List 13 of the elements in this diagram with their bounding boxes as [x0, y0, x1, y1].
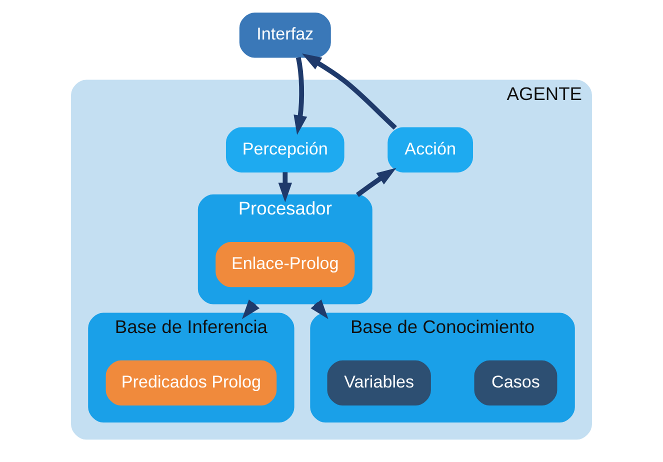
arrow: [356, 168, 396, 197]
arrow: [310, 300, 328, 320]
node-box: Casos: [474, 360, 558, 406]
node-box: Acción: [388, 127, 474, 172]
node-box: Predicados Prolog: [106, 360, 277, 406]
arrow: [294, 57, 308, 135]
arrow: [302, 54, 397, 130]
node-box: Enlace-Prolog: [216, 242, 355, 288]
arrow: [242, 300, 260, 320]
node-box: Interfaz: [239, 12, 331, 58]
node-box: Percepción: [226, 127, 344, 172]
arrow: [278, 172, 292, 202]
node-box: Variables: [327, 360, 431, 406]
